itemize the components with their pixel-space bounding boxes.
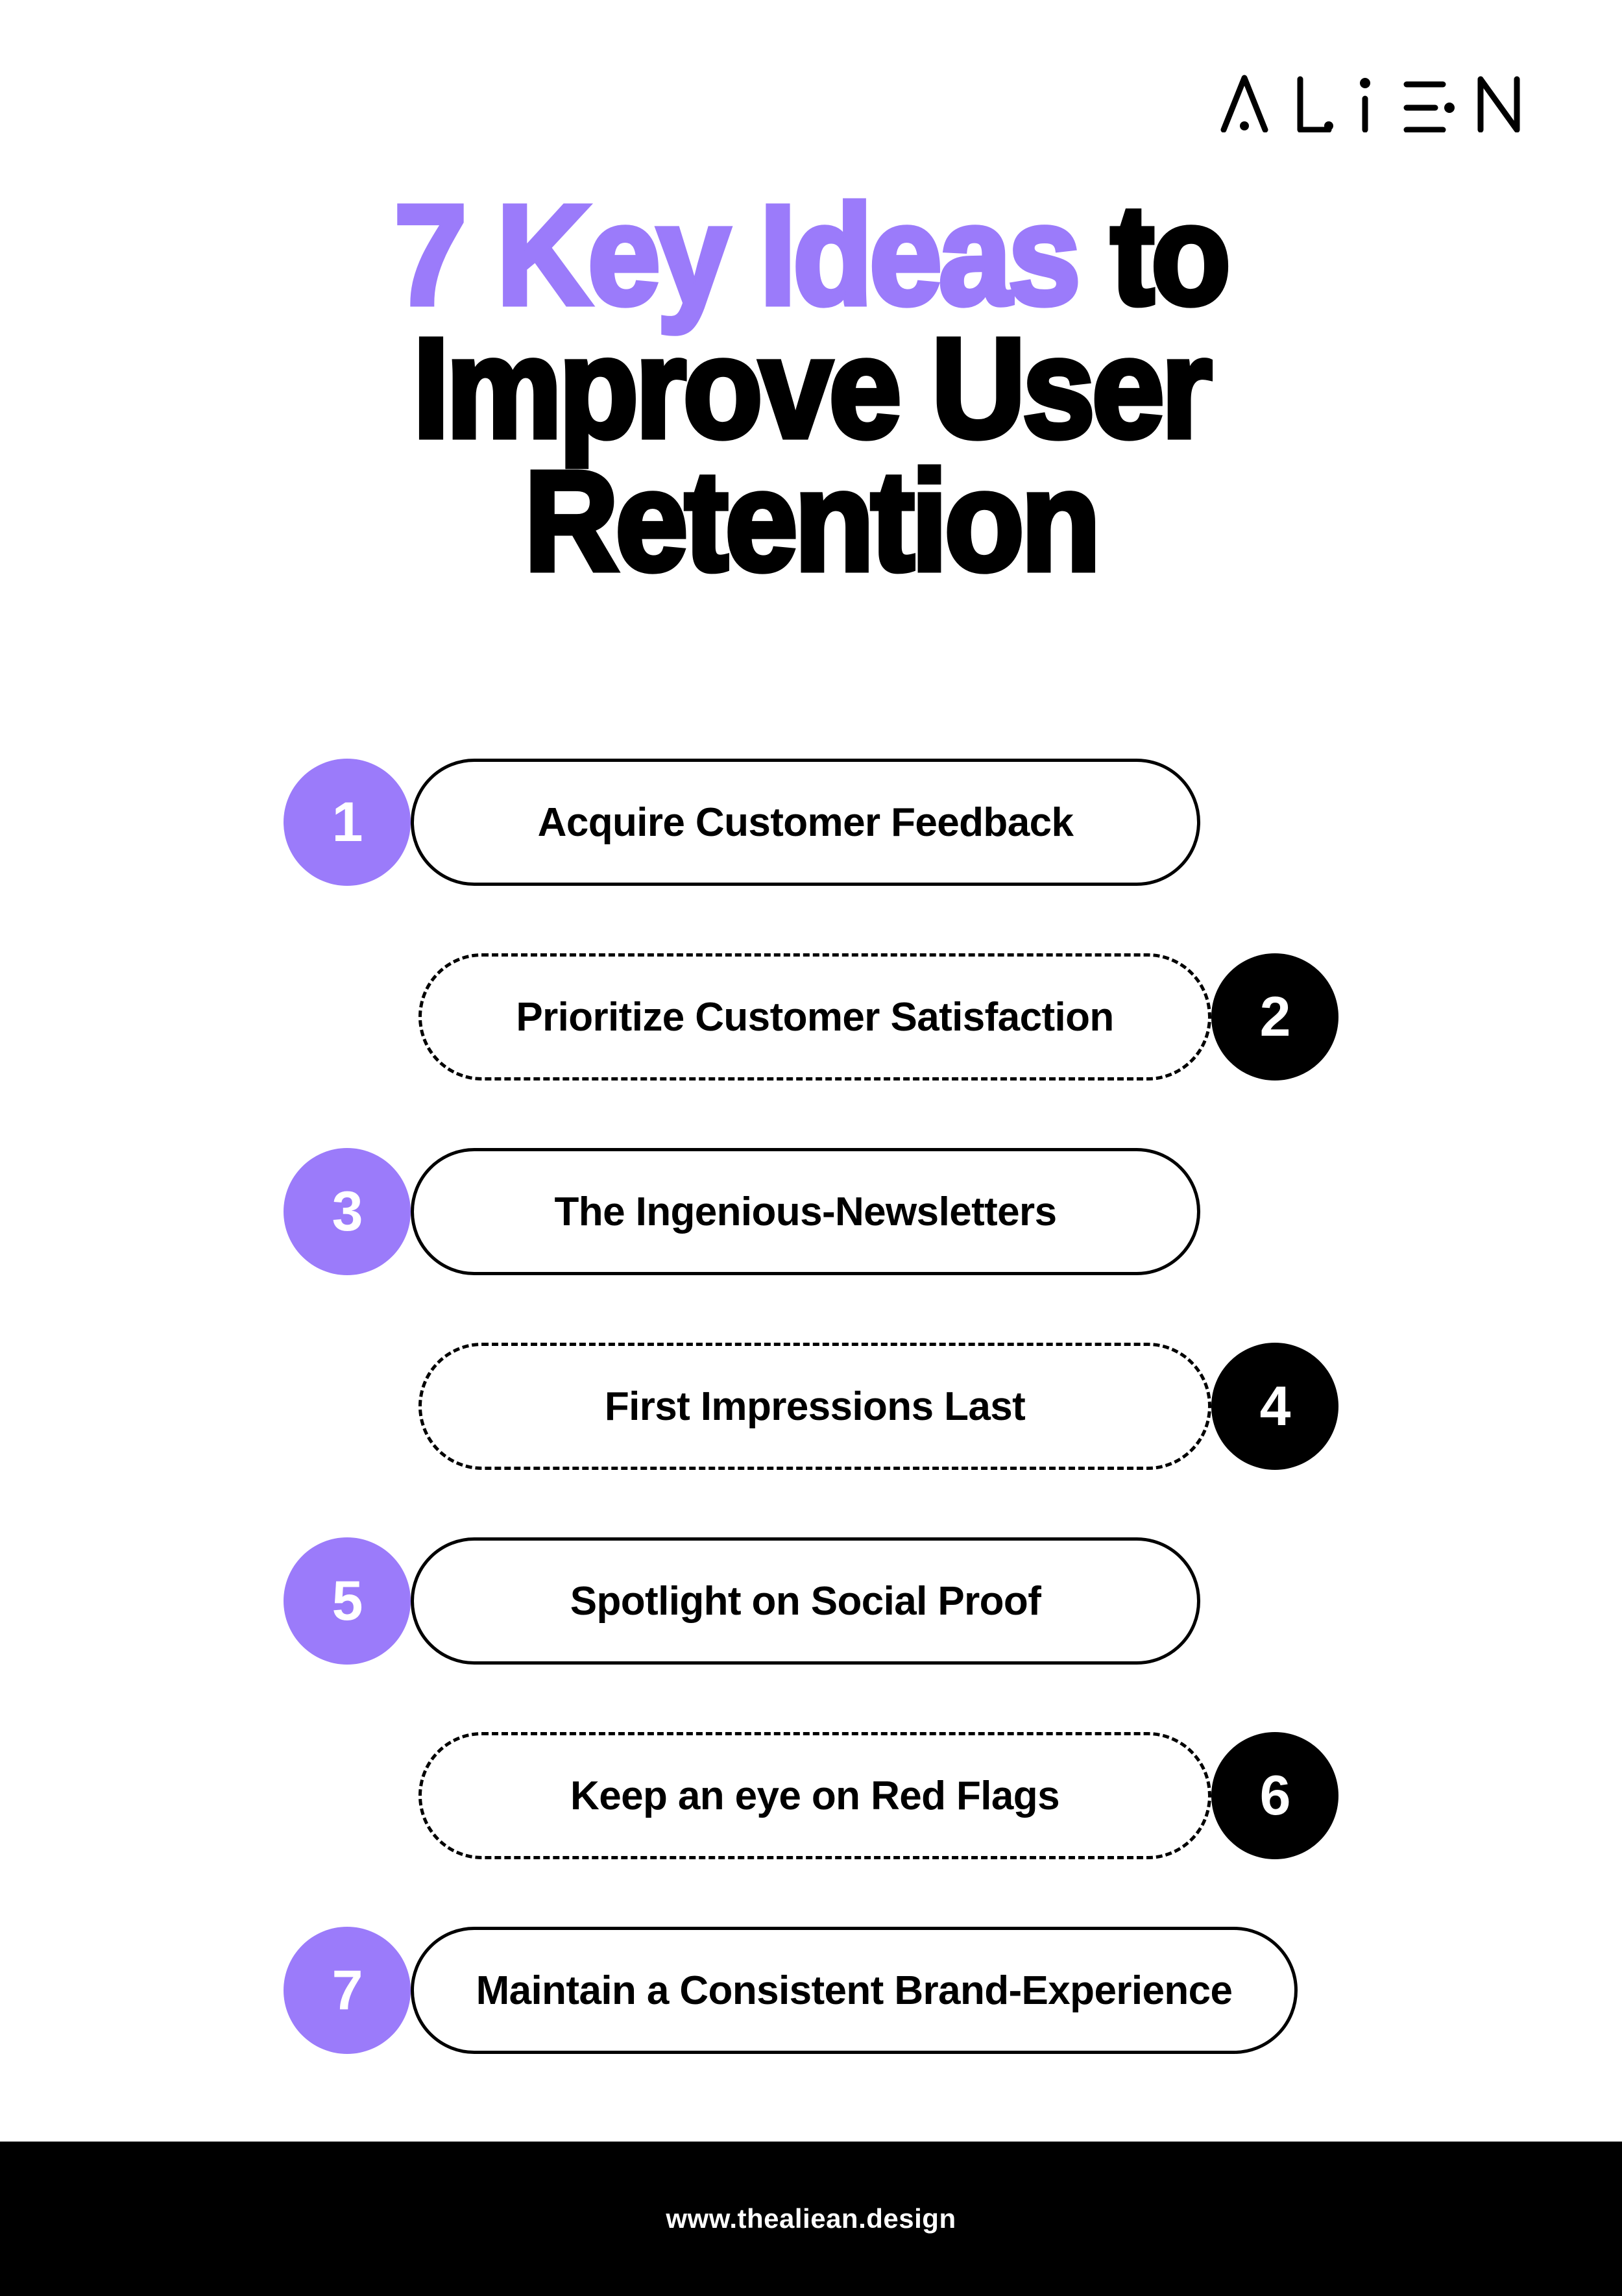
list-item: 2 Prioritize Customer Satisfaction xyxy=(0,938,1622,1096)
number-badge-6: 6 xyxy=(1211,1732,1338,1859)
list-item: 5 Spotlight on Social Proof xyxy=(0,1522,1622,1680)
idea-label-3: The Ingenious-Newsletters xyxy=(554,1189,1058,1234)
title-line-1: 7 Key Ideas to xyxy=(65,182,1557,329)
idea-pill-6[interactable]: Keep an eye on Red Flags xyxy=(418,1732,1211,1859)
ideas-list: 1 Acquire Customer Feedback 2 Prioritize… xyxy=(0,743,1622,2070)
number-badge-5-value: 5 xyxy=(332,1570,363,1632)
number-badge-2-value: 2 xyxy=(1259,986,1291,1048)
list-item: 7 Maintain a Consistent Brand-Experience xyxy=(0,1911,1622,2070)
number-badge-4: 4 xyxy=(1211,1343,1338,1470)
number-badge-3-value: 3 xyxy=(332,1180,363,1243)
idea-pill-3[interactable]: The Ingenious-Newsletters xyxy=(411,1148,1200,1275)
title-accent: 7 Key Ideas xyxy=(392,177,1083,334)
title-line-1-rest: to xyxy=(1077,177,1233,334)
list-item: 6 Keep an eye on Red Flags xyxy=(0,1716,1622,1875)
idea-pill-2[interactable]: Prioritize Customer Satisfaction xyxy=(418,953,1211,1081)
idea-pill-1[interactable]: Acquire Customer Feedback xyxy=(411,759,1200,886)
idea-label-6: Keep an eye on Red Flags xyxy=(570,1773,1060,1818)
number-badge-1-value: 1 xyxy=(332,791,363,853)
list-item: 1 Acquire Customer Feedback xyxy=(0,743,1622,901)
idea-pill-7[interactable]: Maintain a Consistent Brand-Experience xyxy=(411,1927,1298,2054)
page-title: 7 Key Ideas to Improve User Retention xyxy=(0,182,1622,600)
idea-label-1: Acquire Customer Feedback xyxy=(537,800,1074,845)
number-badge-5: 5 xyxy=(284,1537,411,1665)
number-badge-3: 3 xyxy=(284,1148,411,1275)
idea-pill-4[interactable]: First Impressions Last xyxy=(418,1343,1211,1470)
number-badge-7: 7 xyxy=(284,1927,411,2054)
list-item: 3 The Ingenious-Newsletters xyxy=(0,1132,1622,1291)
website-url[interactable]: www.thealiean.design xyxy=(666,2203,956,2234)
number-badge-2: 2 xyxy=(1211,953,1338,1081)
list-item: 4 First Impressions Last xyxy=(0,1327,1622,1485)
number-badge-4-value: 4 xyxy=(1259,1375,1291,1437)
idea-label-7: Maintain a Consistent Brand-Experience xyxy=(476,1968,1233,2013)
idea-label-4: First Impressions Last xyxy=(604,1384,1026,1429)
idea-label-2: Prioritize Customer Satisfaction xyxy=(516,994,1114,1040)
idea-label-5: Spotlight on Social Proof xyxy=(570,1578,1041,1624)
idea-pill-5[interactable]: Spotlight on Social Proof xyxy=(411,1537,1200,1665)
alien-logo xyxy=(1215,70,1526,132)
title-line-3: Retention xyxy=(522,442,1103,600)
title-line-2: Improve User xyxy=(411,309,1215,467)
number-badge-6-value: 6 xyxy=(1259,1765,1291,1827)
footer-bar: www.thealiean.design xyxy=(0,2142,1622,2296)
number-badge-1: 1 xyxy=(284,759,411,886)
number-badge-7-value: 7 xyxy=(332,1959,363,2021)
